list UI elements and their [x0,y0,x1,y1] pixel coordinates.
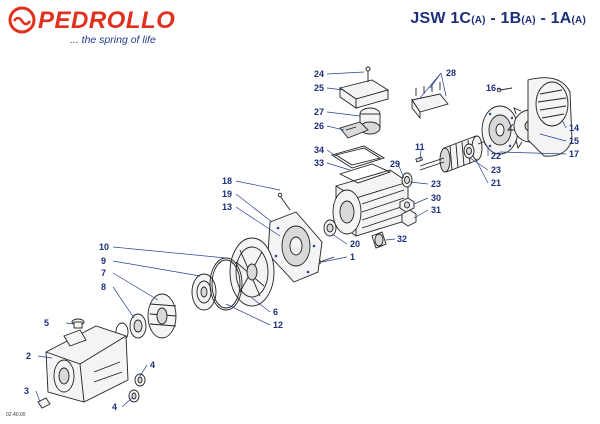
plug-part [128,373,146,403]
callout-label-23a: 23 [491,165,501,175]
callout-label-12: 12 [273,320,283,330]
capacitor-bracket-part [339,121,369,139]
tie-rod-nut-part [401,209,417,227]
motor-body-part [332,163,409,237]
fan-cover-part [527,77,573,157]
model-title: JSW 1C(A) - 1B(A) - 1A(A) [410,10,586,28]
bearing-front-part [323,219,337,237]
seal-part [129,313,147,339]
callout-label-16: 16 [486,83,496,93]
motor-flange-part [267,211,323,283]
diffuser-part [229,237,275,307]
callout-label-15: 15 [569,136,579,146]
drain-plug-part [37,397,51,409]
terminal-box-gasket-part [330,145,386,169]
callout-label-24: 24 [314,69,324,79]
callout-label-33: 33 [314,158,324,168]
capacitor-screw-part [365,66,371,82]
bearing-rear-part [401,143,475,188]
callout-label-4b: 4 [112,402,117,412]
callout-label-8: 8 [101,282,106,292]
callout-label-32: 32 [397,234,407,244]
key-part [415,156,424,163]
model-title-part: (A) [571,15,586,26]
nut-part [399,197,415,213]
callout-label-30: 30 [431,193,441,203]
callout-label-10: 10 [99,242,109,252]
brand-name: PEDROLLO [38,7,176,34]
leader-lines [35,71,567,408]
fan-cover-screw-part [496,87,513,93]
cable-gland-part [371,231,387,249]
callout-label-7: 7 [101,268,106,278]
callout-label-11: 11 [415,142,425,152]
callout-label-27: 27 [314,107,324,117]
callout-label-5: 5 [44,318,49,328]
capacitor-cover-part [338,79,390,109]
callout-label-25: 25 [314,83,324,93]
callout-label-22: 22 [491,151,501,161]
callout-label-4a: 4 [150,360,155,370]
model-title-part: - 1B [485,10,522,27]
drawing-code: 02.40.00 [6,412,26,418]
callout-label-31: 31 [431,205,441,215]
model-title-part: - 1A [535,10,572,27]
pump-body-part [45,325,129,403]
model-title-part: (A) [471,15,486,26]
brand-logo: PEDROLLO ... the spring of life [8,6,208,46]
terminal-board-part [411,82,449,120]
venturi-part [147,293,177,339]
callout-label-17: 17 [569,149,579,159]
callout-label-18: 18 [222,176,232,186]
callout-label-9: 9 [101,256,106,266]
model-title-part: JSW 1C [410,10,472,27]
callout-label-34: 34 [314,145,324,155]
priming-plug-part [71,318,85,329]
wave-logo-icon [8,6,36,34]
callout-label-14: 14 [569,123,579,133]
brand-tagline: ... the spring of life [70,34,156,46]
callout-label-20: 20 [350,239,360,249]
callout-label-28: 28 [446,68,456,78]
callout-label-23b: 23 [431,179,441,189]
model-title-part: (A) [521,15,536,26]
rear-flange-part [481,105,519,155]
flange-screw-part [277,192,291,211]
callout-label-19: 19 [222,189,232,199]
callout-label-1: 1 [350,252,355,262]
callout-label-6: 6 [273,307,278,317]
callout-label-2: 2 [26,351,31,361]
callout-label-26: 26 [314,121,324,131]
callout-label-21: 21 [491,178,501,188]
callout-label-13: 13 [222,202,232,212]
callout-label-3: 3 [24,386,29,396]
callout-label-29: 29 [390,159,400,169]
